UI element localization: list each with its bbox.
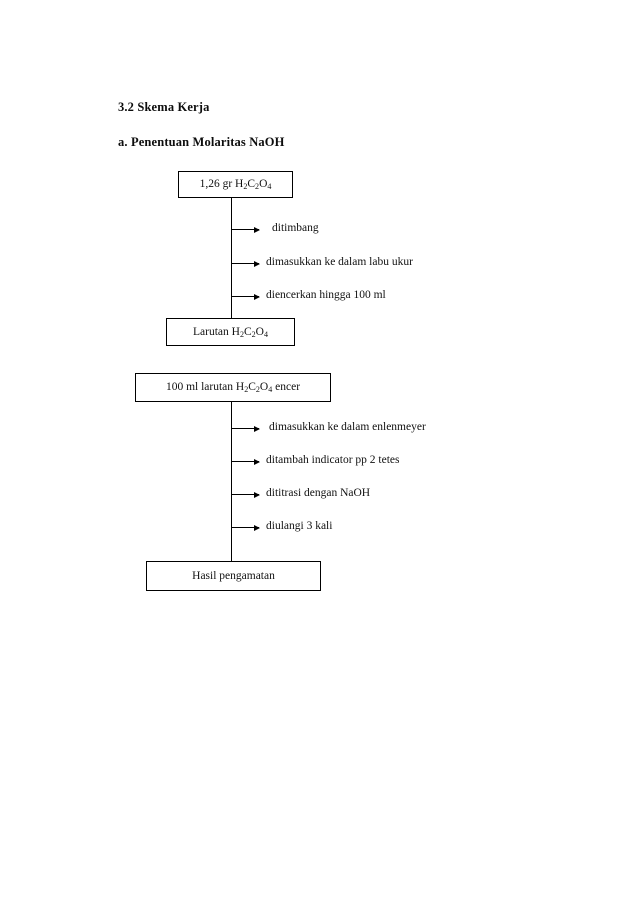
flow-arrow-dimasukkan-enlenmeyer xyxy=(231,425,260,432)
flow-node-diluted-solution: 100 ml larutan H2C2O4 encer xyxy=(135,373,331,402)
flow-node-label: Larutan H2C2O4 xyxy=(192,325,269,339)
flow-arrow-diulangi xyxy=(231,524,260,531)
flow-step-label-3: diencerkan hingga 100 ml xyxy=(266,289,386,301)
flow-step-label-2: dimasukkan ke dalam labu ukur xyxy=(266,256,413,268)
flow-arrow-ditimbang xyxy=(231,226,260,233)
flow-connector-upper xyxy=(231,198,232,318)
flow-node-label: 100 ml larutan H2C2O4 encer xyxy=(165,381,301,394)
flow-node-observation-result: Hasil pengamatan xyxy=(146,561,321,591)
flow-step-label-5: ditambah indicator pp 2 tetes xyxy=(266,454,400,466)
flow-node-oxalic-acid-solid: 1,26 gr H2C2O4 xyxy=(178,171,293,198)
flow-step-label-4: dimasukkan ke dalam enlenmeyer xyxy=(269,421,426,433)
flow-arrow-ditambah-indicator xyxy=(231,458,260,465)
flow-node-label: Hasil pengamatan xyxy=(192,569,275,582)
flow-arrow-dititrasi-naoh xyxy=(231,491,260,498)
flow-step-label-7: diulangi 3 kali xyxy=(266,520,333,532)
section-heading: 3.2 Skema Kerja xyxy=(118,100,210,115)
flow-arrow-dimasukkan-labu-ukur xyxy=(231,260,260,267)
flow-step-label-1: ditimbang xyxy=(272,222,319,234)
flow-arrow-diencerkan xyxy=(231,293,260,300)
flow-connector-lower xyxy=(231,402,232,561)
subsection-heading: a. Penentuan Molaritas NaOH xyxy=(118,134,285,149)
flow-step-label-6: dititrasi dengan NaOH xyxy=(266,487,371,499)
flow-node-label: 1,26 gr H2C2O4 xyxy=(199,178,272,191)
flow-node-oxalic-acid-solution: Larutan H2C2O4 xyxy=(166,318,295,346)
